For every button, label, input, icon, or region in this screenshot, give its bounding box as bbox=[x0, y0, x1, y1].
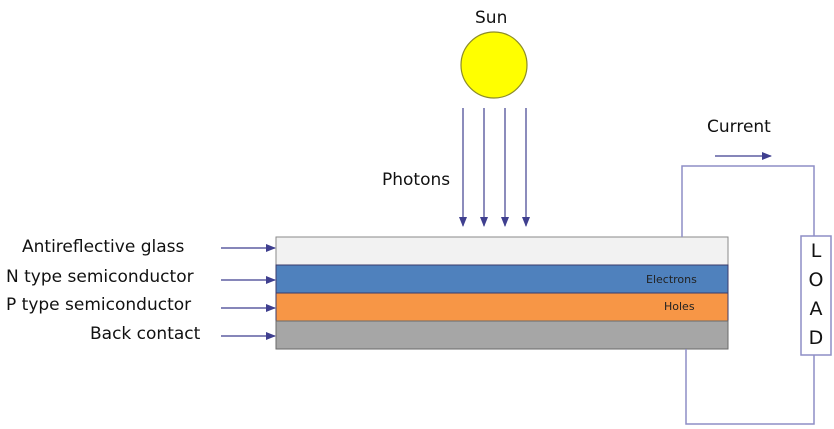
n-type-label: N type semiconductor bbox=[6, 267, 194, 287]
antireflective-glass-layer bbox=[275, 236, 729, 266]
sun-label: Sun bbox=[475, 8, 508, 28]
current-label: Current bbox=[707, 117, 771, 137]
electrons-label: Electrons bbox=[646, 273, 697, 286]
load-letter: O bbox=[808, 269, 824, 291]
back-contact-layer bbox=[275, 320, 729, 350]
antireflective-glass-label: Antireflective glass bbox=[22, 237, 185, 257]
load-letter: D bbox=[808, 327, 824, 349]
p-type-label: P type semiconductor bbox=[6, 295, 192, 315]
holes-label: Holes bbox=[664, 300, 695, 313]
photons-label: Photons bbox=[382, 170, 451, 190]
p-type-layer bbox=[275, 292, 729, 322]
n-type-layer bbox=[275, 264, 729, 294]
sun-icon bbox=[460, 31, 528, 99]
load-letter: L bbox=[810, 240, 822, 262]
load-box bbox=[800, 235, 832, 356]
circuit-wire-top bbox=[681, 165, 815, 237]
circuit-wire-bottom bbox=[685, 349, 815, 425]
load-letter: A bbox=[809, 298, 823, 320]
back-contact-label: Back contact bbox=[90, 324, 201, 344]
